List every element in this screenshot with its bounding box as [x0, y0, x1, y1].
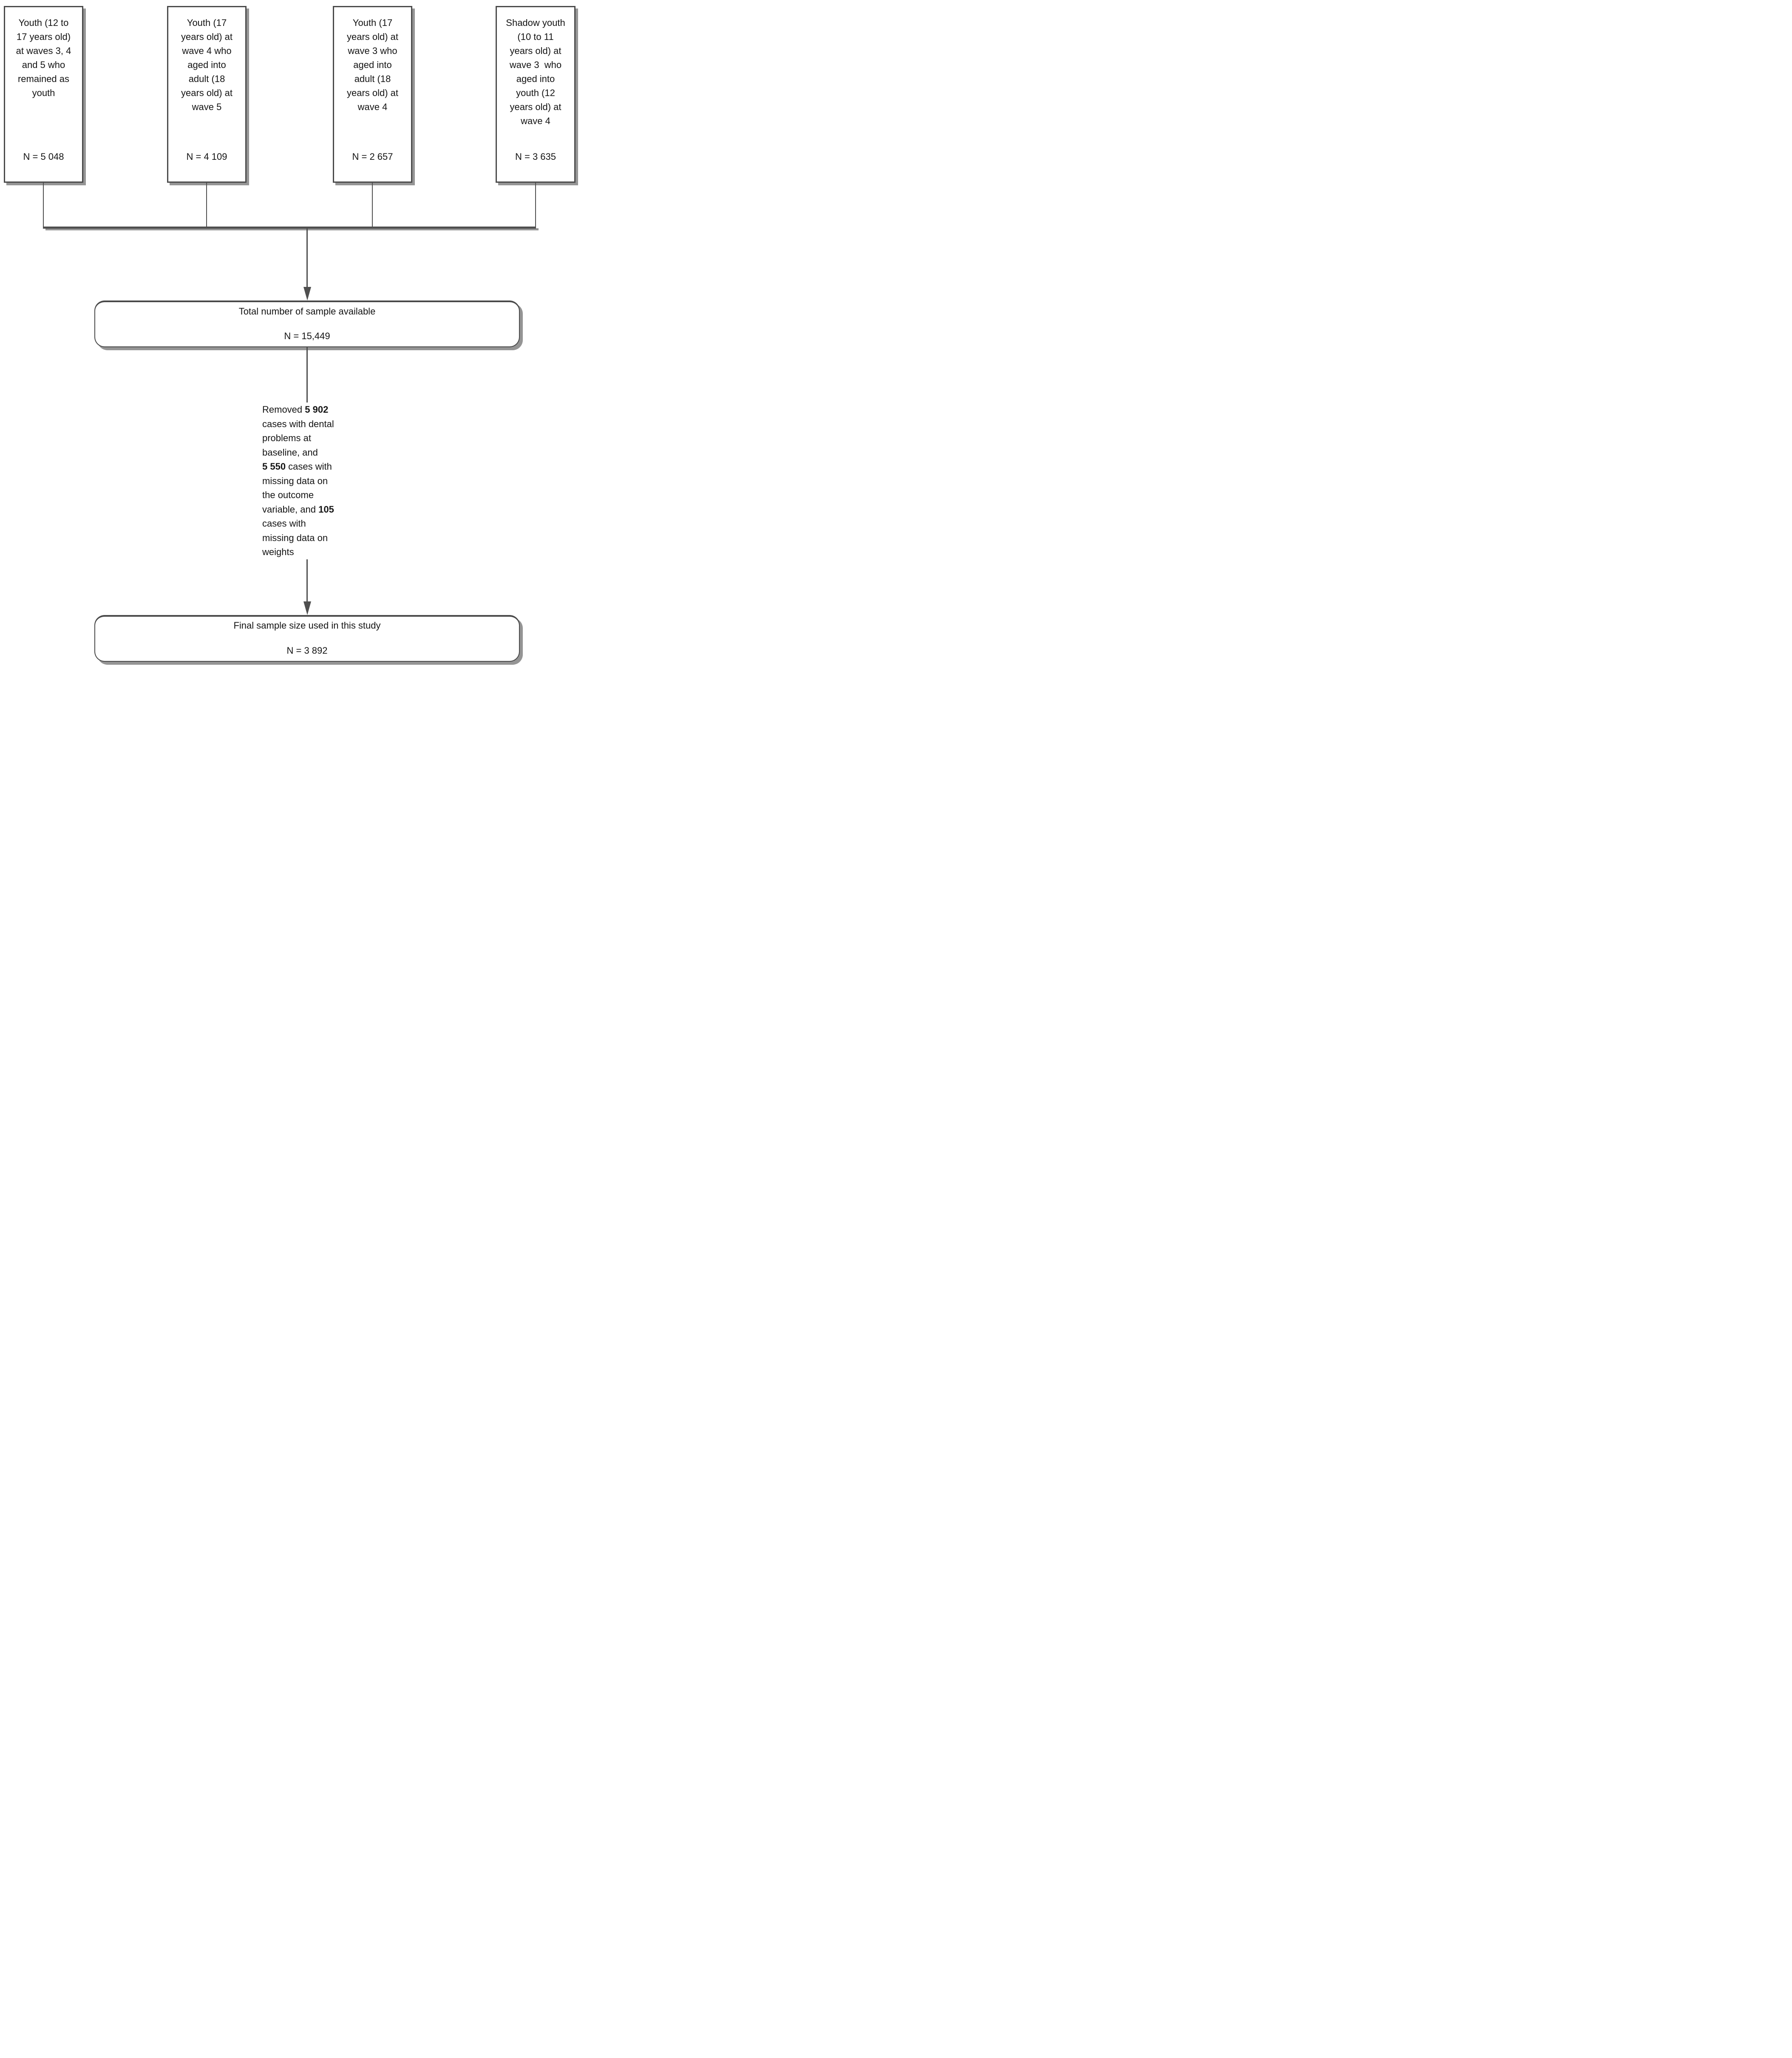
exclusion-note-segment: 5 902	[305, 404, 329, 415]
exclusion-note-line: missing data on	[262, 474, 390, 488]
final-sample-title: Final sample size used in this study	[233, 620, 381, 631]
exclusion-note-line: the outcome	[262, 488, 390, 502]
exclusion-note-segment: cases with dental	[262, 418, 334, 429]
exclusion-note-line: problems at	[262, 431, 390, 445]
cohort-box-youth-remained: Youth (12 to 17 years old) at waves 3, 4…	[4, 6, 83, 183]
exclusion-note-segment: missing data on	[262, 475, 328, 486]
cohort-n-value: N = 4 109	[186, 151, 227, 162]
exclusion-note-segment: the outcome	[262, 490, 314, 500]
arrow-line-to-total	[306, 229, 308, 287]
exclusion-note-segment: 5 550	[262, 461, 286, 472]
exclusion-note-segment: problems at	[262, 433, 311, 443]
cohort-n-value: N = 5 048	[23, 151, 64, 162]
arrow-line-to-final	[306, 559, 308, 602]
final-sample-box: Final sample size used in this study N =…	[94, 615, 520, 662]
exclusion-note-line: Removed 5 902	[262, 403, 390, 417]
exclusion-note-segment: cases with	[262, 518, 306, 529]
exclusion-note-segment: baseline, and	[262, 447, 318, 458]
cohort-label: Shadow youth (10 to 11 years old) at wav…	[506, 17, 565, 126]
exclusion-note-segment: weights	[262, 547, 294, 557]
exclusion-note-segment: Removed	[262, 404, 305, 415]
exclusion-note-line: 5 550 cases with	[262, 459, 390, 474]
cohort-label: Youth (12 to 17 years old) at waves 3, 4…	[16, 17, 71, 98]
exclusion-note-segment: variable, and	[262, 504, 319, 515]
exclusion-note-segment: missing data on	[262, 532, 328, 543]
cohort-n-value: N = 3 635	[515, 151, 556, 162]
cohort-box-shadow-youth: Shadow youth (10 to 11 years old) at wav…	[496, 6, 576, 183]
total-sample-box: Total number of sample available N = 15,…	[94, 300, 520, 347]
junction-line	[43, 227, 536, 229]
final-sample-n-value: N = 3 892	[286, 645, 328, 656]
exclusion-note-line: missing data on	[262, 531, 390, 545]
cohort-n-value: N = 2 657	[352, 151, 393, 162]
sample-flow-diagram: Youth (12 to 17 years old) at waves 3, 4…	[0, 0, 583, 670]
exclusion-note-line: baseline, and	[262, 445, 390, 460]
exclusion-note-line: weights	[262, 545, 390, 559]
connector-line-box3	[372, 183, 373, 227]
arrowhead-to-total-icon	[303, 287, 311, 300]
exclusion-note-line: cases with dental	[262, 417, 390, 431]
cohort-box-aged-into-adult-wave5: Youth (17 years old) at wave 4 who aged …	[167, 6, 247, 183]
exclusion-note-line: cases with	[262, 516, 390, 531]
arrowhead-to-final-icon	[303, 601, 311, 615]
cohort-label: Youth (17 years old) at wave 4 who aged …	[181, 17, 233, 112]
cohort-box-aged-into-adult-wave4: Youth (17 years old) at wave 3 who aged …	[333, 6, 412, 183]
exclusion-note-segment: cases with	[286, 461, 332, 472]
cohort-label: Youth (17 years old) at wave 3 who aged …	[346, 17, 399, 112]
line-total-to-note	[306, 347, 308, 403]
total-sample-n-value: N = 15,449	[284, 331, 330, 341]
total-sample-title: Total number of sample available	[238, 306, 376, 317]
exclusion-note-segment: 105	[318, 504, 334, 515]
exclusion-note-line: variable, and 105	[262, 502, 390, 517]
connector-line-box2	[206, 183, 207, 227]
connector-line-box1	[43, 183, 44, 227]
connector-line-box4	[535, 183, 536, 227]
